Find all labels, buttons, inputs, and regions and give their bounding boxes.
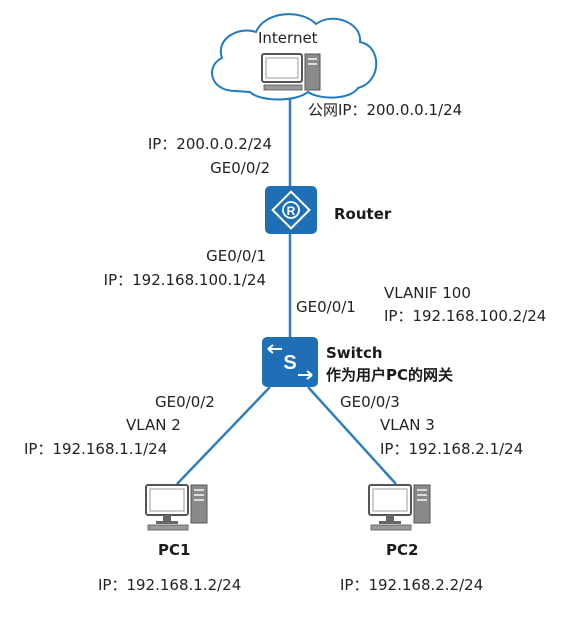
- pc1-name: PC1: [158, 541, 191, 559]
- link-switch-pc2: [307, 386, 397, 485]
- switch-right-vlan: VLAN 3: [380, 416, 435, 434]
- router-uplink-port: GE0/0/2: [210, 159, 270, 177]
- switch-left-ip: IP：192.168.1.1/24: [24, 440, 168, 458]
- link-switch-pc1: [176, 386, 271, 485]
- internet-label: Internet: [258, 29, 318, 47]
- switch-name: Switch: [326, 344, 383, 362]
- svg-text:R: R: [287, 204, 296, 218]
- router-downlink-ip: IP：192.168.100.1/24: [103, 271, 266, 289]
- router-name: Router: [334, 205, 392, 223]
- internet-public-ip: 公网IP：200.0.0.1/24: [308, 101, 463, 119]
- switch-uplink-port: GE0/0/1: [296, 298, 356, 316]
- switch-icon: S: [262, 337, 318, 387]
- switch-right-port: GE0/0/3: [340, 393, 400, 411]
- pc2-name: PC2: [386, 541, 419, 559]
- router-uplink-ip: IP：200.0.0.2/24: [147, 135, 272, 153]
- switch-left-vlan: VLAN 2: [126, 416, 181, 434]
- switch-description: 作为用户PC的网关: [326, 366, 454, 384]
- pc2-ip: IP：192.168.2.2/24: [340, 576, 484, 594]
- svg-text:S: S: [283, 352, 296, 374]
- switch-vlanif: VLANIF 100: [384, 284, 471, 302]
- server-icon: [261, 53, 321, 91]
- pc1-computer-icon: [145, 484, 208, 531]
- router-icon: R: [265, 186, 317, 234]
- pc2-computer-icon: [368, 484, 431, 531]
- router-downlink-port: GE0/0/1: [206, 247, 266, 265]
- switch-vlanif-ip: IP：192.168.100.2/24: [384, 307, 547, 325]
- pc1-ip: IP：192.168.1.2/24: [98, 576, 242, 594]
- switch-left-port: GE0/0/2: [155, 393, 215, 411]
- switch-right-ip: IP：192.168.2.1/24: [380, 440, 524, 458]
